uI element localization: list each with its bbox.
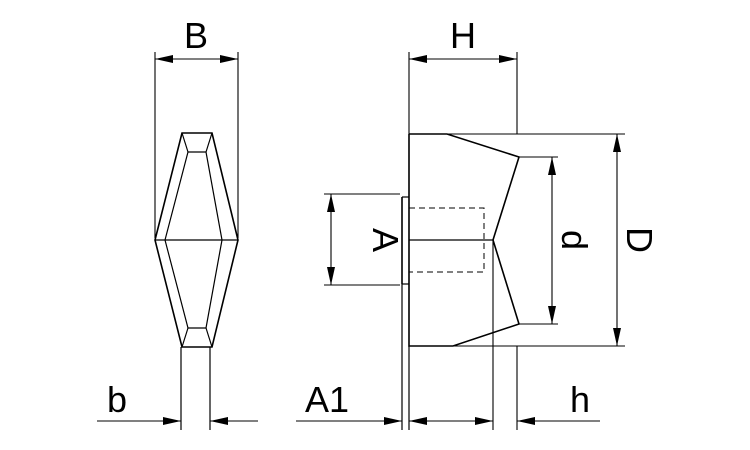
front-view-body <box>408 133 521 347</box>
dimension-B: B <box>154 15 239 238</box>
dimension-b: b <box>97 379 258 425</box>
front-view <box>401 133 521 430</box>
dimension-H: H <box>408 15 518 134</box>
label-A1: A1 <box>305 379 349 420</box>
label-h: h <box>570 379 590 420</box>
label-A: A <box>365 228 406 252</box>
dimension-d: d <box>519 156 595 325</box>
dimension-h: h <box>440 240 600 430</box>
side-view <box>154 132 239 430</box>
label-d: d <box>554 230 595 250</box>
label-B: B <box>184 15 208 56</box>
label-b: b <box>107 379 127 420</box>
label-H: H <box>450 15 476 56</box>
dimension-D: D <box>447 133 660 347</box>
dimension-A: A <box>324 193 406 286</box>
dimension-A1: A1 <box>296 379 440 425</box>
label-D: D <box>619 227 660 253</box>
